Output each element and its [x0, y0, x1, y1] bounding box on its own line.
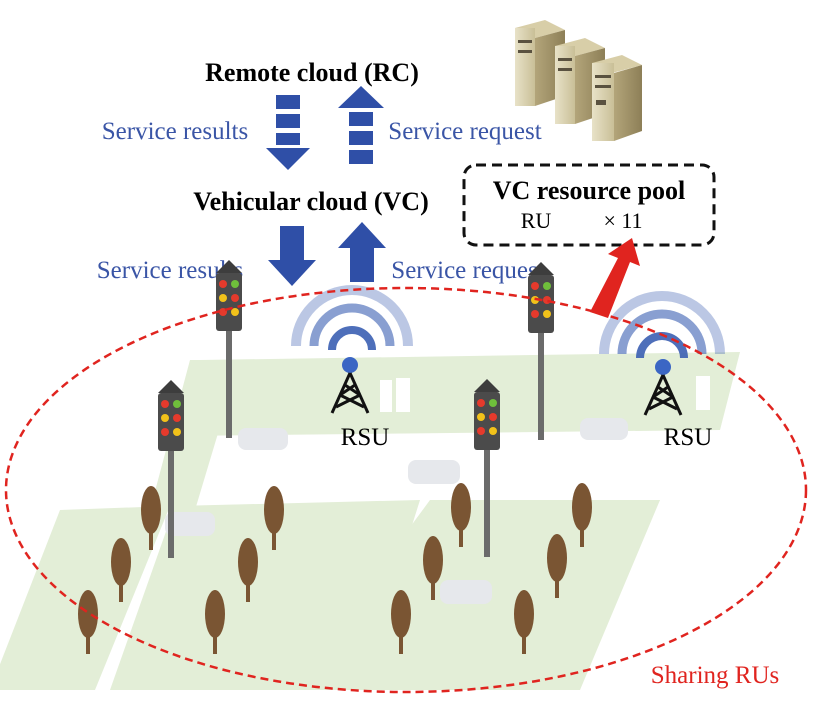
dashed-up-arrow: [338, 86, 384, 164]
sharing-rus-label: Sharing RUs: [651, 662, 779, 689]
sharing-region-ellipse: [4, 286, 808, 694]
car-icon: [165, 418, 628, 604]
solid-down-arrow: [268, 226, 316, 286]
dashed-down-arrow: [266, 95, 310, 170]
upper-service-request-label: Service request: [388, 118, 541, 145]
remote-cloud-label: Remote cloud (RC): [205, 58, 419, 87]
upper-service-results-label: Service results: [102, 118, 248, 145]
rsu-left-label: RSU: [341, 424, 390, 451]
server-icon: [515, 20, 642, 141]
road-network: [0, 352, 740, 690]
lower-service-request-label: Service request: [391, 257, 544, 284]
sharing-arrow: [590, 238, 640, 318]
pool-title: VC resource pool: [493, 176, 686, 205]
pool-unit: RU: [521, 208, 552, 233]
rsu-right-label: RSU: [664, 424, 713, 451]
vehicular-cloud-label: Vehicular cloud (VC): [193, 187, 428, 216]
pool-multiplier: × 11: [603, 208, 642, 233]
wireless-waves-left: [291, 285, 413, 351]
solid-up-arrow: [338, 222, 386, 282]
building: [380, 376, 710, 412]
vc-resource-pool-box: VC resource pool RU × 11: [462, 163, 716, 247]
wireless-waves-right: [599, 291, 725, 359]
